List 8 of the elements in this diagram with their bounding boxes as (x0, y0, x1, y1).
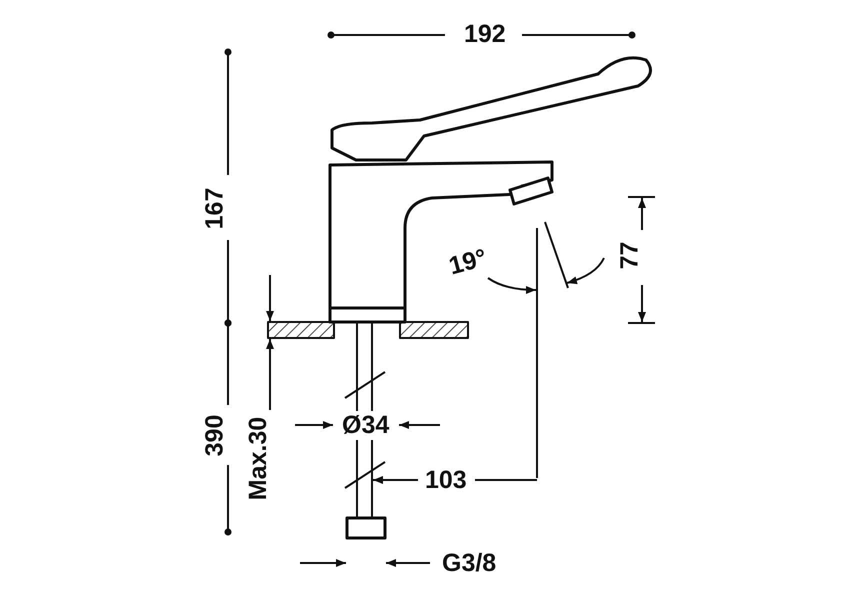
dimension-label: G3/8 (442, 551, 496, 576)
dimension-label: 390 (202, 414, 228, 456)
dimension-label: 103 (425, 468, 467, 493)
dimension-label: Max.30 (246, 416, 271, 500)
dimension-label: 167 (202, 187, 228, 229)
dimension-label: 192 (464, 22, 506, 47)
dimension-label: 77 (617, 241, 642, 269)
angle-label: 19° (446, 246, 490, 280)
